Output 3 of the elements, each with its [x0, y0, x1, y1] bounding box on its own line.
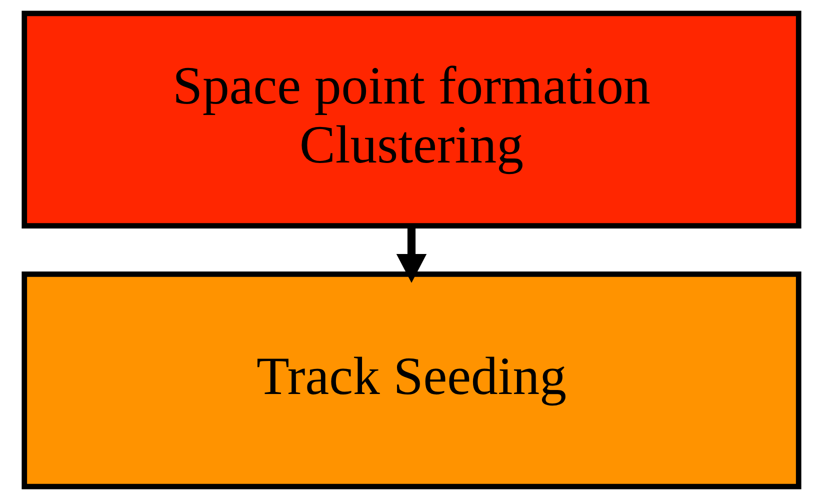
node-box: Track Seeding [21, 272, 801, 490]
arrow [396, 226, 426, 283]
node-box: Space point formation Clustering [21, 10, 801, 228]
